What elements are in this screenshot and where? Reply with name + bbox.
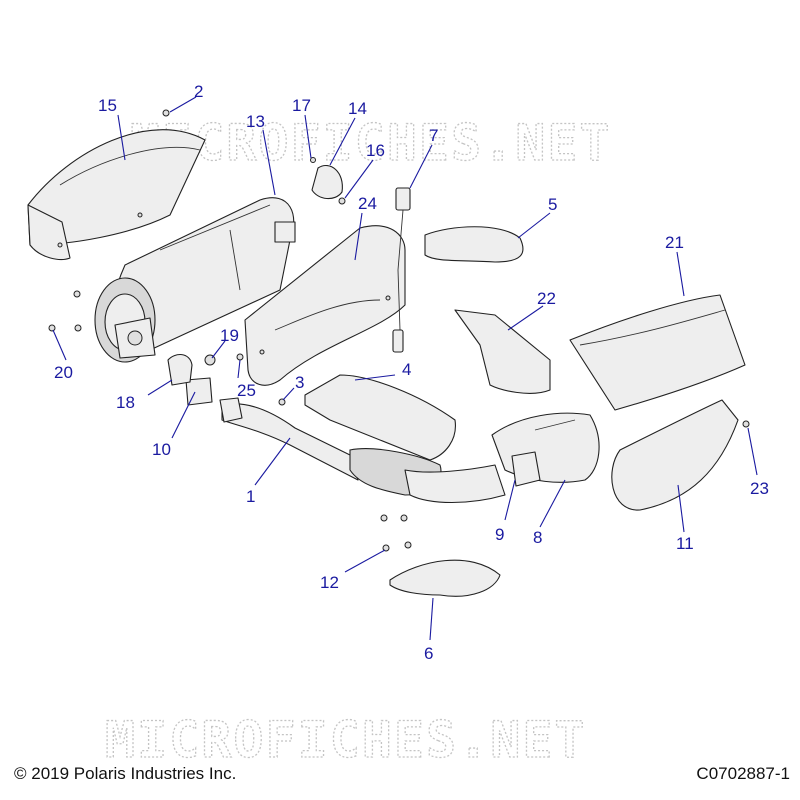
callout-9: 9 bbox=[495, 525, 504, 544]
callout-3: 3 bbox=[295, 373, 304, 392]
part-1-head-pipe bbox=[219, 397, 506, 504]
figure-id: C0702887-1 bbox=[696, 764, 790, 783]
callout-4: 4 bbox=[402, 360, 411, 379]
callout-2: 2 bbox=[194, 82, 203, 101]
part-5-heat-shield bbox=[424, 226, 524, 263]
callout-25: 25 bbox=[237, 381, 256, 400]
callout-13: 13 bbox=[246, 112, 265, 131]
callout-18: 18 bbox=[116, 393, 135, 412]
part-4-heat-shield bbox=[304, 374, 456, 461]
part-14-rain-cap bbox=[311, 165, 343, 200]
part-21-heat-shield bbox=[569, 294, 746, 411]
callout-21: 21 bbox=[665, 233, 684, 252]
callout-12: 12 bbox=[320, 573, 339, 592]
part-23-screw bbox=[742, 420, 750, 428]
callout-24: 24 bbox=[358, 194, 377, 213]
part-25-bolt bbox=[236, 353, 244, 361]
callout-6: 6 bbox=[424, 644, 433, 663]
part-11-heat-shield bbox=[611, 399, 739, 511]
part-24-muffler-heat-shield bbox=[244, 225, 406, 386]
callout-8: 8 bbox=[533, 528, 542, 547]
callout-10: 10 bbox=[152, 440, 171, 459]
callout-22: 22 bbox=[537, 289, 556, 308]
callout-19: 19 bbox=[220, 326, 239, 345]
copyright-notice: © 2019 Polaris Industries Inc. bbox=[14, 764, 237, 783]
part-9-flange bbox=[511, 451, 541, 487]
callout-14: 14 bbox=[348, 99, 367, 118]
part-12-bolts bbox=[380, 514, 412, 552]
watermark-bottom: MICROFICHES.NET bbox=[105, 711, 587, 769]
callout-20: 20 bbox=[54, 363, 73, 382]
part-15-muffler-heat-shield bbox=[27, 129, 206, 261]
part-16-screw bbox=[338, 197, 346, 205]
part-7-oxygen-sensor bbox=[392, 187, 411, 353]
callout-11: 11 bbox=[676, 534, 694, 553]
callout-5: 5 bbox=[548, 195, 557, 214]
part-13-muffler bbox=[94, 197, 296, 363]
part-22-heat-shield bbox=[454, 309, 551, 394]
part-6-clamp-shield bbox=[389, 559, 501, 597]
callout-16: 16 bbox=[366, 141, 385, 160]
part-3-bolt bbox=[278, 398, 286, 406]
part-10-gasket bbox=[185, 377, 213, 406]
callout-1: 1 bbox=[246, 487, 255, 506]
watermark-top: MICROFICHES.NET bbox=[130, 114, 612, 172]
part-8-catalytic-converter bbox=[491, 412, 600, 483]
part-2-fastener bbox=[162, 109, 170, 117]
part-18-isolator bbox=[167, 354, 193, 386]
callout-15: 15 bbox=[98, 96, 117, 115]
callout-7: 7 bbox=[429, 126, 438, 145]
part-20-nuts bbox=[48, 290, 82, 332]
callout-labels: 2 15 13 17 14 16 7 24 5 21 22 19 20 25 3… bbox=[54, 82, 769, 663]
callout-23: 23 bbox=[750, 479, 769, 498]
leader-lines bbox=[52, 96, 758, 641]
callout-17: 17 bbox=[292, 96, 311, 115]
part-17-rivet bbox=[310, 157, 316, 163]
